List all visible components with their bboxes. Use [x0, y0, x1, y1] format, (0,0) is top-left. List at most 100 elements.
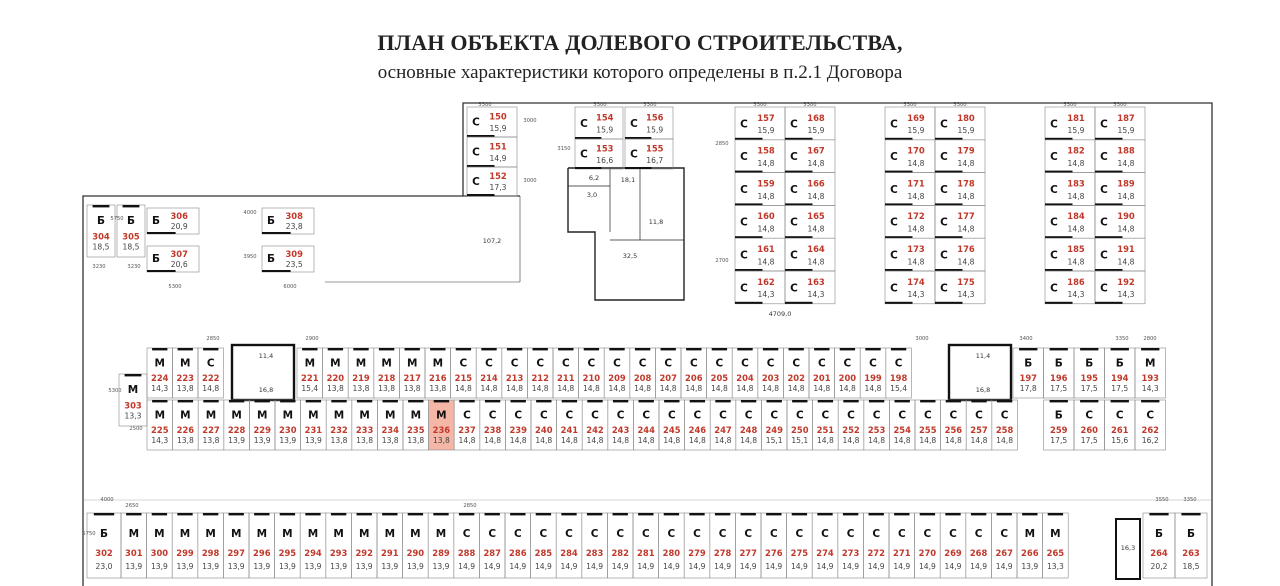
- unit-286[interactable]: С28614,9: [504, 512, 531, 579]
- unit-256[interactable]: С25614,8: [940, 399, 967, 451]
- unit-257[interactable]: С25714,8: [965, 399, 993, 451]
- unit-233[interactable]: М23313,8: [351, 399, 378, 451]
- unit-192[interactable]: С19214,3: [1094, 270, 1146, 305]
- unit-287[interactable]: С28714,9: [479, 512, 506, 579]
- unit-183[interactable]: С18314,8: [1044, 172, 1096, 206]
- unit-215[interactable]: С21514,8: [450, 347, 477, 399]
- unit-173[interactable]: С17314,8: [884, 237, 936, 272]
- unit-150[interactable]: С15015,9: [466, 106, 518, 138]
- unit-249[interactable]: С24915,1: [761, 399, 788, 451]
- unit-162[interactable]: С16214,3: [734, 270, 786, 305]
- unit-282[interactable]: С28214,9: [607, 512, 634, 579]
- unit-254[interactable]: С25414,8: [889, 399, 916, 451]
- unit-283[interactable]: С28314,9: [581, 512, 608, 579]
- unit-181[interactable]: С18115,9: [1044, 106, 1096, 141]
- unit-226[interactable]: М22613,8: [172, 399, 199, 451]
- unit-307[interactable]: Б30720,6: [146, 245, 200, 273]
- unit-167[interactable]: С16714,8: [784, 139, 836, 173]
- unit-288[interactable]: С28814,9: [453, 512, 480, 579]
- unit-182[interactable]: С18214,8: [1044, 139, 1096, 173]
- unit-209[interactable]: С20914,8: [603, 347, 631, 399]
- unit-188[interactable]: С18814,8: [1094, 139, 1146, 173]
- unit-295[interactable]: М29513,9: [274, 512, 301, 579]
- unit-151[interactable]: С15114,9: [466, 136, 518, 168]
- unit-259[interactable]: Б25917,5: [1043, 399, 1075, 451]
- unit-253[interactable]: С25314,8: [863, 399, 890, 451]
- unit-155[interactable]: С15516,7: [624, 138, 674, 170]
- unit-179[interactable]: С17914,8: [934, 139, 986, 173]
- unit-308[interactable]: Б30823,8: [261, 207, 315, 235]
- unit-281[interactable]: С28114,9: [632, 512, 659, 579]
- unit-265[interactable]: М26513,3: [1042, 512, 1069, 579]
- unit-166[interactable]: С16614,8: [784, 172, 836, 206]
- unit-276[interactable]: С27614,9: [760, 512, 787, 579]
- unit-250[interactable]: С25015,1: [786, 399, 813, 451]
- unit-186[interactable]: С18614,3: [1044, 270, 1096, 305]
- unit-174[interactable]: С17414,3: [884, 270, 936, 305]
- unit-214[interactable]: С21414,8: [475, 347, 503, 399]
- unit-300[interactable]: М30013,9: [146, 512, 173, 579]
- unit-197[interactable]: Б19717,8: [1012, 347, 1044, 399]
- unit-246[interactable]: С24614,8: [684, 399, 711, 451]
- unit-175[interactable]: С17514,3: [934, 270, 986, 305]
- unit-220[interactable]: М22013,8: [322, 347, 349, 399]
- unit-224[interactable]: М22414,3: [146, 347, 173, 399]
- unit-219[interactable]: М21913,8: [347, 347, 375, 399]
- unit-168[interactable]: С16815,9: [784, 106, 836, 141]
- unit-274[interactable]: С27414,9: [811, 512, 839, 579]
- unit-296[interactable]: М29613,9: [248, 512, 275, 579]
- unit-159[interactable]: С15914,8: [734, 172, 786, 206]
- unit-252[interactable]: С25214,8: [837, 399, 865, 451]
- unit-172[interactable]: С17214,8: [884, 205, 936, 239]
- unit-231[interactable]: М23113,9: [300, 399, 327, 451]
- unit-198[interactable]: С19815,4: [885, 347, 912, 399]
- unit-164[interactable]: С16414,8: [784, 237, 836, 272]
- unit-239[interactable]: С23914,8: [505, 399, 532, 451]
- unit-234[interactable]: М23413,8: [377, 399, 404, 451]
- unit-277[interactable]: С27714,9: [735, 512, 762, 579]
- unit-244[interactable]: С24414,8: [633, 399, 660, 451]
- unit-269[interactable]: С26914,9: [939, 512, 967, 579]
- unit-266[interactable]: М26613,9: [1016, 512, 1043, 579]
- unit-195[interactable]: Б19517,5: [1073, 347, 1105, 399]
- unit-178[interactable]: С17814,8: [934, 172, 986, 206]
- unit-305[interactable]: Б30518,5: [116, 204, 146, 258]
- unit-200[interactable]: С20014,8: [834, 347, 861, 399]
- unit-237[interactable]: С23714,8: [453, 399, 481, 451]
- unit-272[interactable]: С27214,9: [863, 512, 890, 579]
- unit-153[interactable]: С15316,6: [574, 138, 624, 170]
- unit-225[interactable]: М22514,3: [146, 399, 173, 451]
- unit-207[interactable]: С20714,8: [655, 347, 682, 399]
- unit-199[interactable]: С19914,8: [859, 347, 887, 399]
- unit-202[interactable]: С20214,8: [783, 347, 810, 399]
- unit-229[interactable]: М22913,9: [249, 399, 276, 451]
- unit-205[interactable]: С20514,8: [706, 347, 733, 399]
- unit-193[interactable]: М19314,3: [1134, 347, 1166, 399]
- unit-273[interactable]: С27314,9: [837, 512, 864, 579]
- unit-238[interactable]: С23814,8: [479, 399, 506, 451]
- unit-309[interactable]: Б30923,5: [261, 245, 315, 273]
- unit-280[interactable]: С28014,9: [658, 512, 685, 579]
- unit-285[interactable]: С28514,9: [530, 512, 557, 579]
- unit-289[interactable]: М28913,9: [427, 512, 455, 579]
- unit-163[interactable]: С16314,3: [784, 270, 836, 305]
- unit-230[interactable]: М23013,9: [274, 399, 301, 451]
- unit-255[interactable]: С25514,8: [914, 399, 941, 451]
- unit-297[interactable]: М29713,9: [223, 512, 250, 579]
- unit-216[interactable]: М21613,8: [424, 347, 451, 399]
- unit-169[interactable]: С16915,9: [884, 106, 936, 141]
- unit-264[interactable]: Б26420,2: [1142, 512, 1176, 579]
- unit-152[interactable]: С15217,3: [466, 166, 518, 197]
- unit-228[interactable]: М22813,9: [223, 399, 250, 451]
- unit-176[interactable]: С17614,8: [934, 237, 986, 272]
- unit-240[interactable]: С24014,8: [530, 399, 557, 451]
- unit-201[interactable]: С20114,8: [808, 347, 835, 399]
- unit-227[interactable]: М22713,8: [197, 399, 225, 451]
- unit-180[interactable]: С18015,9: [934, 106, 986, 141]
- unit-189[interactable]: С18914,8: [1094, 172, 1146, 206]
- unit-299[interactable]: М29913,9: [171, 512, 199, 579]
- unit-245[interactable]: С24514,8: [658, 399, 685, 451]
- unit-306[interactable]: Б30620,9: [146, 207, 200, 235]
- unit-158[interactable]: С15814,8: [734, 139, 786, 173]
- unit-279[interactable]: С27914,9: [683, 512, 711, 579]
